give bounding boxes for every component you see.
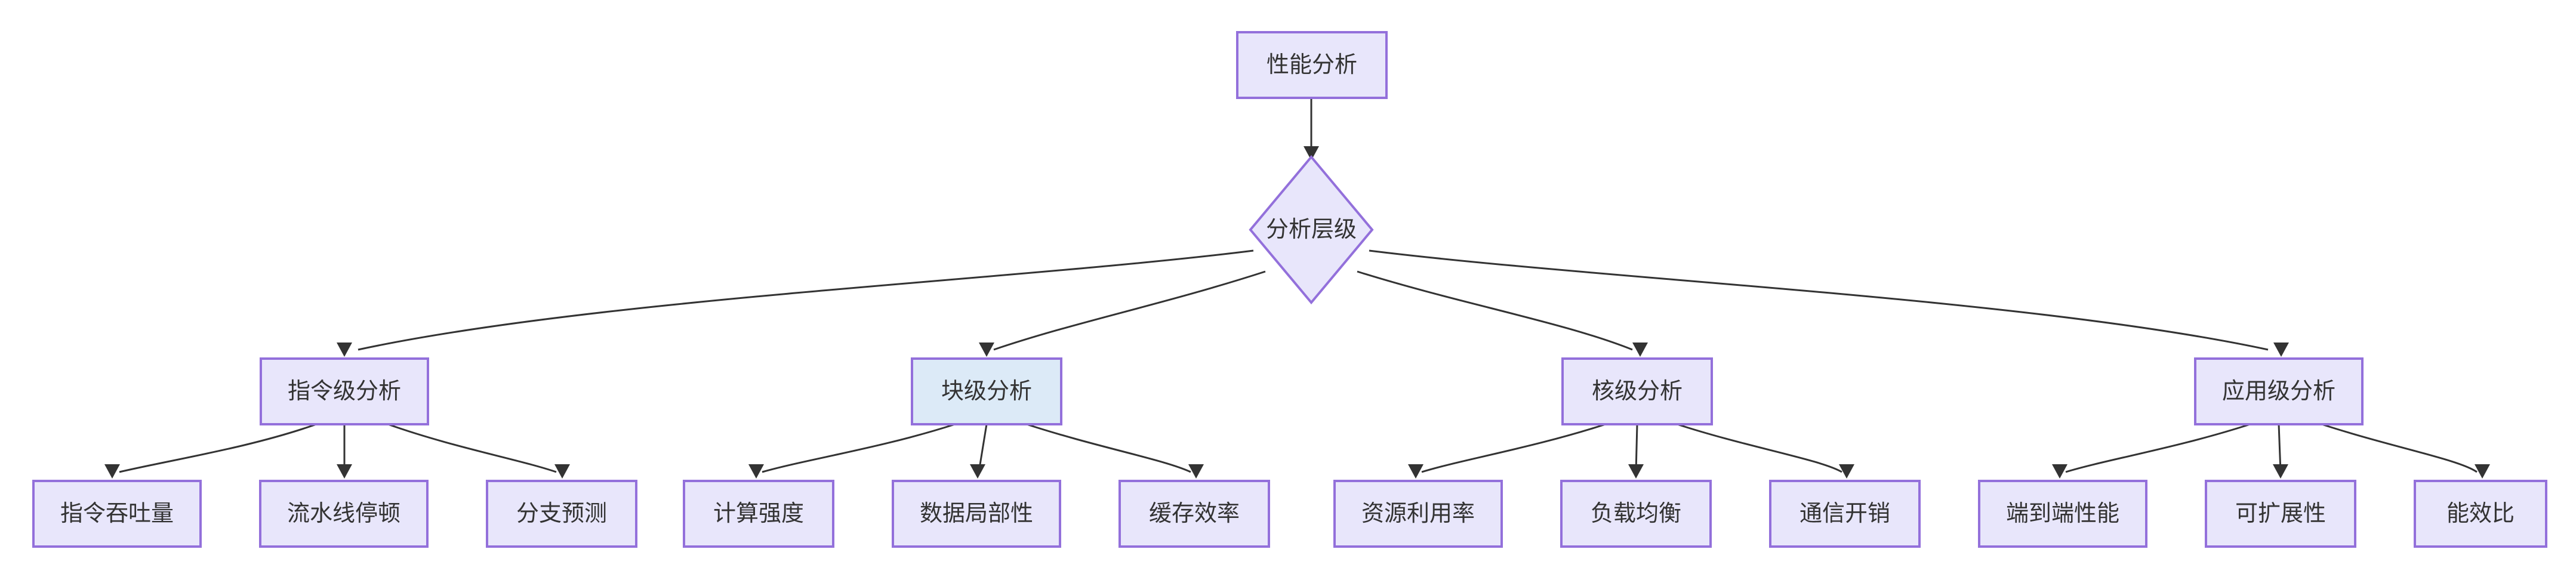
edge-app-to-leaf10 bbox=[2052, 423, 2251, 479]
node-shape-rect[interactable] bbox=[2194, 357, 2364, 425]
edge-arrowhead-icon bbox=[337, 464, 352, 479]
edge-arrowhead-icon bbox=[1628, 464, 1644, 479]
edge-arrowhead-icon bbox=[748, 464, 764, 479]
node-leaf4[interactable]: 计算强度 bbox=[683, 480, 834, 548]
edges-layer bbox=[104, 98, 2490, 479]
node-leaf1[interactable]: 指令吞吐量 bbox=[32, 480, 202, 548]
node-shape-diamond[interactable] bbox=[1249, 155, 1374, 305]
edge-line bbox=[1026, 423, 1191, 473]
node-leaf5[interactable]: 数据局部性 bbox=[892, 480, 1061, 548]
node-shape-rect[interactable] bbox=[32, 480, 202, 548]
edge-arrowhead-icon bbox=[1408, 464, 1423, 479]
edge-arrowhead-icon bbox=[970, 464, 985, 479]
node-shape-rect[interactable] bbox=[259, 480, 429, 548]
node-inst[interactable]: 指令级分析 bbox=[260, 357, 429, 425]
edge-line bbox=[1357, 270, 1633, 351]
node-leaf6[interactable]: 缓存效率 bbox=[1118, 480, 1270, 548]
node-shape-rect[interactable] bbox=[892, 480, 1061, 548]
edge-root-to-decision bbox=[1304, 98, 1319, 161]
edge-line bbox=[358, 249, 1254, 351]
edge-decision-to-block bbox=[979, 270, 1266, 357]
node-shape-rect[interactable] bbox=[1333, 480, 1503, 548]
node-shape-rect[interactable] bbox=[486, 480, 637, 548]
edge-arrowhead-icon bbox=[2273, 343, 2289, 357]
edge-arrowhead-icon bbox=[1839, 464, 1854, 479]
node-shape-rect[interactable] bbox=[911, 357, 1062, 425]
node-app[interactable]: 应用级分析 bbox=[2194, 357, 2364, 425]
edge-arrowhead-icon bbox=[1188, 464, 1204, 479]
edge-line bbox=[119, 423, 317, 473]
node-root[interactable]: 性能分析 bbox=[1236, 31, 1388, 99]
edge-line bbox=[2278, 424, 2282, 473]
edge-line bbox=[387, 423, 557, 473]
node-leaf2[interactable]: 流水线停顿 bbox=[259, 480, 429, 548]
edge-inst-to-leaf1 bbox=[104, 423, 317, 479]
edge-line bbox=[1635, 424, 1638, 473]
edge-line bbox=[1421, 423, 1606, 473]
edge-arrowhead-icon bbox=[1304, 146, 1319, 161]
edge-core-to-leaf7 bbox=[1408, 423, 1606, 479]
edge-block-to-leaf4 bbox=[748, 423, 956, 479]
node-shape-rect[interactable] bbox=[2205, 480, 2356, 548]
edge-arrowhead-icon bbox=[2273, 464, 2288, 479]
edge-arrowhead-icon bbox=[2475, 464, 2490, 479]
edge-line bbox=[2065, 423, 2251, 473]
edge-line bbox=[1677, 423, 1842, 473]
node-shape-rect[interactable] bbox=[1118, 480, 1270, 548]
node-shape-rect[interactable] bbox=[1560, 480, 1712, 548]
edge-line bbox=[993, 270, 1266, 351]
edge-arrowhead-icon bbox=[104, 464, 120, 479]
node-shape-rect[interactable] bbox=[260, 357, 429, 425]
edge-line bbox=[2321, 423, 2478, 473]
node-leaf8[interactable]: 负载均衡 bbox=[1560, 480, 1712, 548]
node-shape-rect[interactable] bbox=[683, 480, 834, 548]
edge-decision-to-inst bbox=[337, 249, 1254, 357]
edge-arrowhead-icon bbox=[2052, 464, 2067, 479]
edge-core-to-leaf9 bbox=[1677, 423, 1854, 479]
node-shape-rect[interactable] bbox=[1561, 357, 1713, 425]
node-decision[interactable]: 分析层级 bbox=[1249, 155, 1374, 305]
edge-arrowhead-icon bbox=[979, 343, 994, 357]
edge-block-to-leaf5 bbox=[970, 424, 988, 479]
node-shape-rect[interactable] bbox=[2414, 480, 2547, 548]
node-leaf7[interactable]: 资源利用率 bbox=[1333, 480, 1503, 548]
edge-app-to-leaf12 bbox=[2321, 423, 2490, 479]
edge-arrowhead-icon bbox=[337, 343, 352, 357]
edge-block-to-leaf6 bbox=[1026, 423, 1204, 479]
edge-inst-to-leaf2 bbox=[337, 424, 352, 479]
edge-decision-to-core bbox=[1357, 270, 1648, 357]
edge-app-to-leaf11 bbox=[2273, 424, 2288, 479]
edge-arrowhead-icon bbox=[554, 464, 570, 479]
node-shape-rect[interactable] bbox=[1236, 31, 1388, 99]
nodes-layer: 性能分析分析层级指令级分析 块级分析 核级分析 应用级分析指令吞吐量流水线停顿分支预测… bbox=[32, 31, 2547, 548]
node-leaf3[interactable]: 分支预测 bbox=[486, 480, 637, 548]
node-leaf10[interactable]: 端到端性能 bbox=[1978, 480, 2147, 548]
edge-line bbox=[978, 424, 988, 473]
edge-arrowhead-icon bbox=[1632, 343, 1648, 357]
edge-inst-to-leaf3 bbox=[387, 423, 570, 479]
node-core[interactable]: 核级分析 bbox=[1561, 357, 1713, 425]
edge-decision-to-app bbox=[1369, 249, 2289, 357]
node-leaf11[interactable]: 可扩展性 bbox=[2205, 480, 2356, 548]
node-leaf12[interactable]: 能效比 bbox=[2414, 480, 2547, 548]
node-shape-rect[interactable] bbox=[1978, 480, 2147, 548]
node-block[interactable]: 块级分析 bbox=[911, 357, 1062, 425]
node-leaf9[interactable]: 通信开销 bbox=[1769, 480, 1921, 548]
edge-line bbox=[762, 423, 956, 473]
edge-line bbox=[1369, 249, 2269, 351]
edge-core-to-leaf8 bbox=[1628, 424, 1644, 479]
node-shape-rect[interactable] bbox=[1769, 480, 1921, 548]
